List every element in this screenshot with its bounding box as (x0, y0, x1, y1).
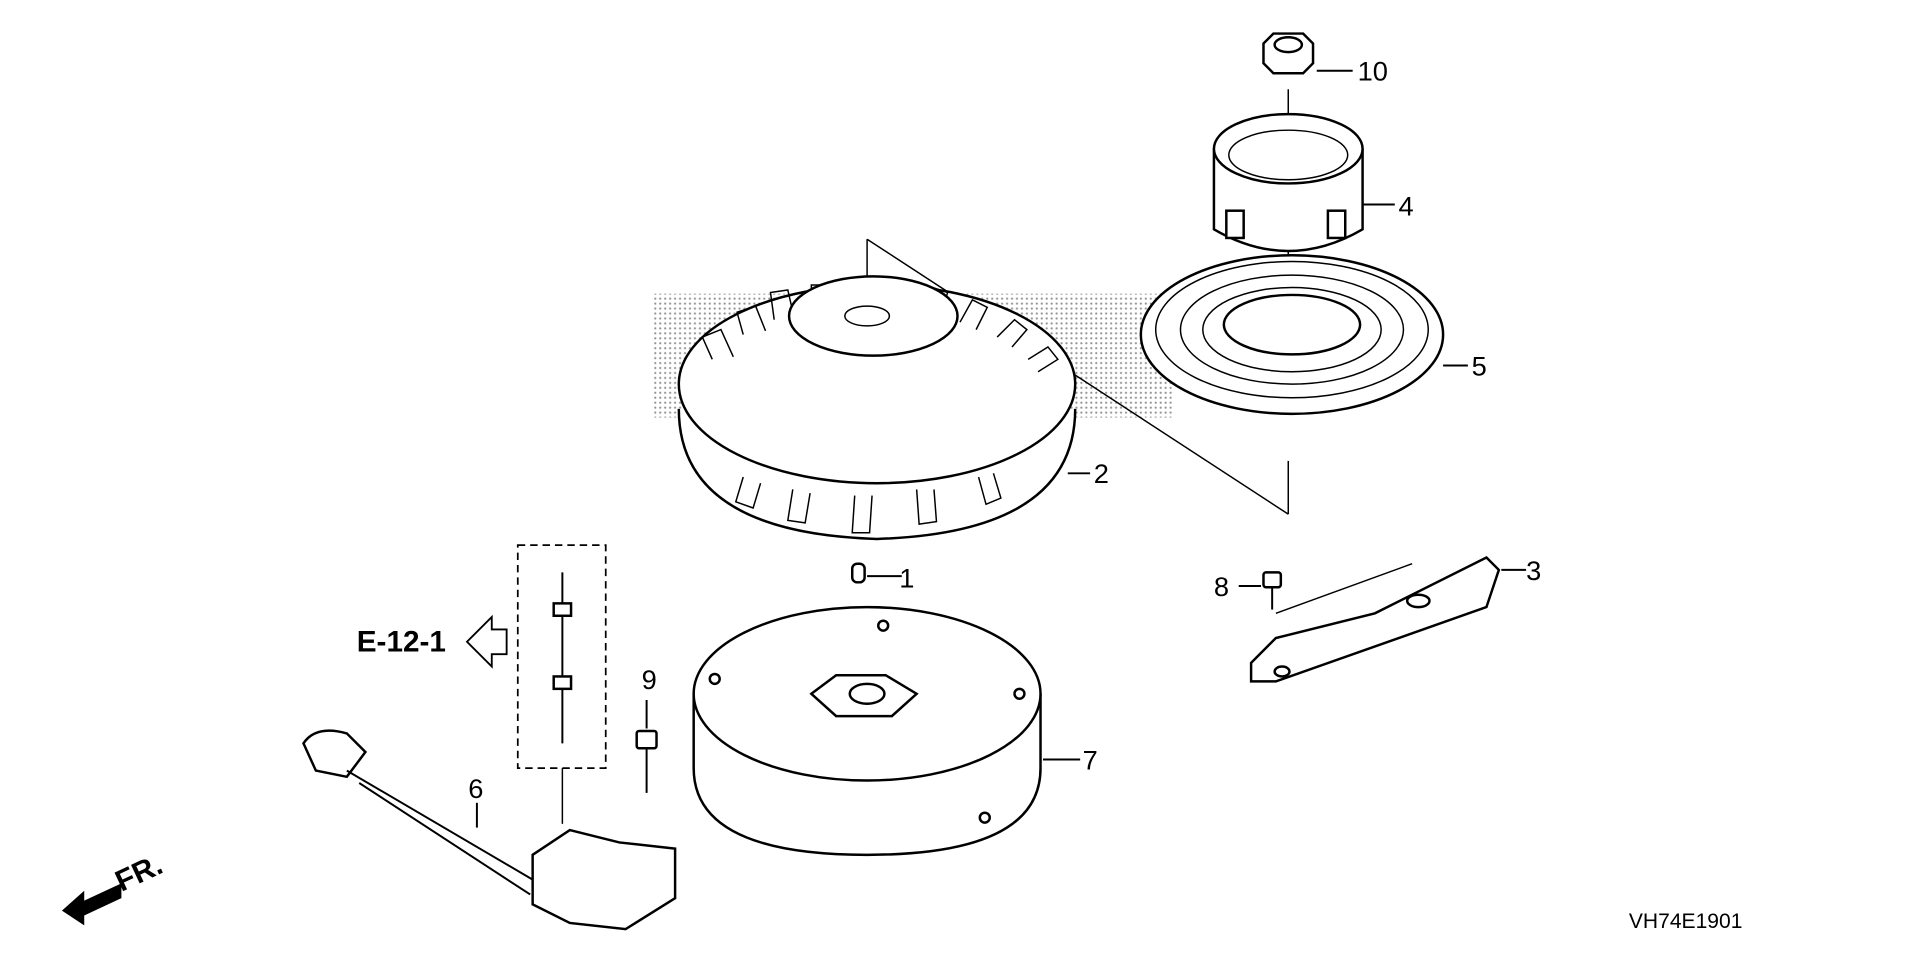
callout-2[interactable]: 2 (1094, 458, 1109, 489)
callout-6[interactable]: 6 (468, 773, 483, 804)
callout-10[interactable]: 10 (1358, 56, 1388, 87)
callout-3[interactable]: 3 (1526, 555, 1541, 586)
callout-5[interactable]: 5 (1472, 350, 1487, 381)
bolt-part[interactable] (635, 699, 658, 793)
callout-8[interactable]: 8 (1214, 571, 1229, 602)
diagram-code: VH74E1901 (1629, 910, 1743, 933)
reference-label[interactable]: E-12-1 (357, 626, 446, 659)
callout-7[interactable]: 7 (1083, 744, 1098, 775)
pin-part[interactable] (850, 562, 902, 584)
nut-part[interactable] (1262, 32, 1353, 75)
callout-9[interactable]: 9 (642, 664, 657, 695)
stator-part[interactable] (692, 605, 1081, 857)
cooling-screen-part[interactable] (1139, 254, 1468, 416)
callout-1[interactable]: 1 (899, 562, 914, 593)
stud-group-box (516, 544, 607, 824)
front-arrow-icon (61, 883, 122, 926)
bracket-part[interactable] (1249, 556, 1527, 683)
screw-part[interactable] (1238, 571, 1283, 610)
ignition-coil-part[interactable] (302, 729, 677, 931)
starter-pulley-part[interactable] (1212, 112, 1395, 253)
flywheel-part[interactable] (677, 275, 1091, 541)
callout-numbers: 1 2 3 4 5 6 7 8 9 10 (468, 56, 1541, 804)
reference-arrow-icon (465, 614, 508, 669)
callout-4[interactable]: 4 (1399, 191, 1414, 222)
